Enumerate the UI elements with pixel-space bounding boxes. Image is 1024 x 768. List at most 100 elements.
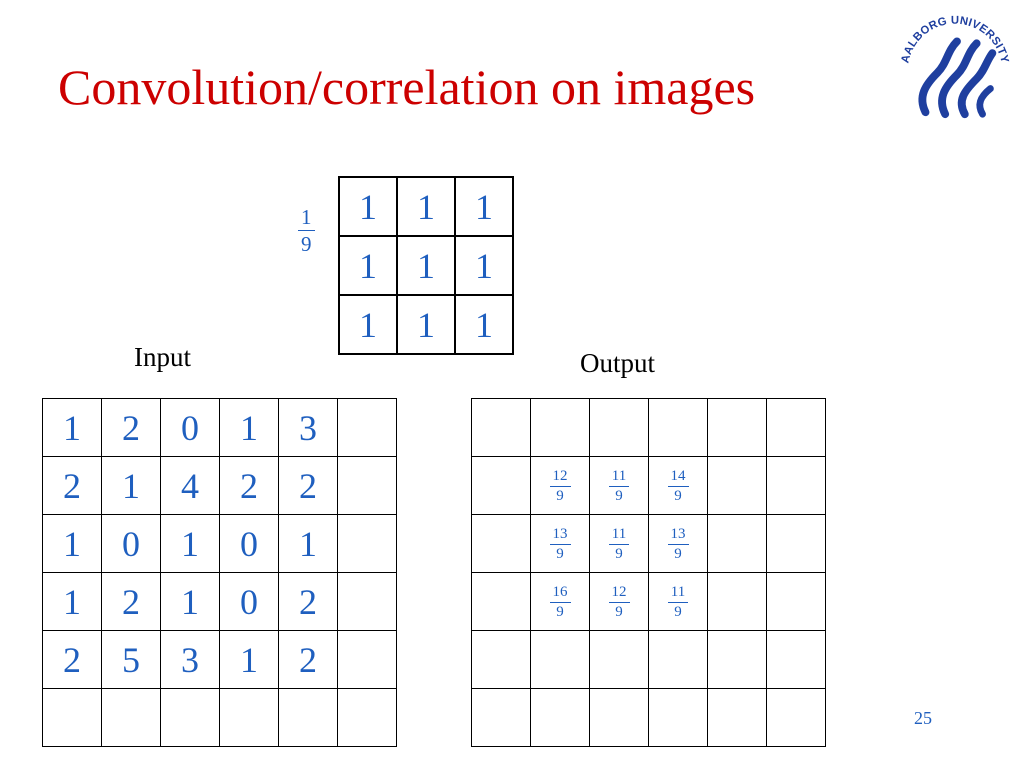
output-denominator: 9 [674, 488, 682, 505]
input-cell: 3 [160, 630, 220, 689]
output-row [471, 688, 826, 747]
output-cell [707, 630, 767, 689]
output-cell [766, 572, 826, 631]
input-cell [337, 398, 397, 457]
kernel-cell: 1 [396, 294, 456, 355]
output-cell [589, 630, 649, 689]
output-numerator: 16 [549, 583, 571, 604]
output-cell [707, 456, 767, 515]
input-cell [337, 630, 397, 689]
output-denominator: 9 [615, 604, 623, 621]
input-cell [337, 514, 397, 573]
input-cell [42, 688, 102, 747]
input-cell: 1 [42, 572, 102, 631]
output-denominator: 9 [615, 488, 623, 505]
kernel-cell: 1 [338, 235, 398, 296]
output-numerator: 11 [667, 583, 689, 604]
kernel-cell: 1 [396, 235, 456, 296]
input-cell: 1 [101, 456, 161, 515]
input-cell [337, 456, 397, 515]
input-cell [278, 688, 338, 747]
output-cell [766, 688, 826, 747]
output-cell [707, 398, 767, 457]
input-cell [160, 688, 220, 747]
input-row [42, 688, 397, 747]
input-cell: 4 [160, 456, 220, 515]
output-cell [766, 514, 826, 573]
input-cell: 1 [160, 514, 220, 573]
input-cell: 1 [42, 514, 102, 573]
output-cell [648, 688, 708, 747]
output-denominator: 9 [674, 546, 682, 563]
input-cell: 2 [42, 456, 102, 515]
output-cell [471, 572, 531, 631]
output-denominator: 9 [615, 546, 623, 563]
output-cell [707, 514, 767, 573]
output-cell [530, 688, 590, 747]
output-cell [648, 398, 708, 457]
output-cell [530, 398, 590, 457]
kernel-cell: 1 [454, 176, 514, 237]
output-cell [589, 688, 649, 747]
output-cell [648, 630, 708, 689]
kernel-scale-fraction: 1 9 [298, 204, 315, 258]
output-cell [471, 688, 531, 747]
output-cell [707, 572, 767, 631]
kernel-scale-numerator: 1 [298, 204, 315, 232]
input-cell: 0 [101, 514, 161, 573]
input-cell: 2 [42, 630, 102, 689]
output-numerator: 11 [608, 525, 630, 546]
input-cell: 2 [219, 456, 279, 515]
input-cell: 3 [278, 398, 338, 457]
output-denominator: 9 [556, 546, 564, 563]
output-cell [766, 456, 826, 515]
output-denominator: 9 [556, 488, 564, 505]
output-cell [471, 630, 531, 689]
output-denominator: 9 [674, 604, 682, 621]
input-cell [337, 572, 397, 631]
input-cell: 2 [278, 630, 338, 689]
output-cell [589, 398, 649, 457]
input-cell: 1 [219, 398, 279, 457]
kernel-cell: 1 [396, 176, 456, 237]
waves-icon [918, 37, 997, 119]
input-cell: 1 [219, 630, 279, 689]
input-cell: 0 [160, 398, 220, 457]
input-cell [337, 688, 397, 747]
output-numerator: 13 [549, 525, 571, 546]
input-cell: 2 [101, 398, 161, 457]
output-cell [471, 398, 531, 457]
input-cell: 0 [219, 572, 279, 631]
output-cell [766, 398, 826, 457]
output-cell [530, 630, 590, 689]
input-cell [219, 688, 279, 747]
aalborg-university-logo: AALBORG UNIVERSITY [899, 15, 1010, 119]
kernel-cell: 1 [454, 235, 514, 296]
kernel-cell: 1 [338, 176, 398, 237]
output-numerator: 12 [608, 583, 630, 604]
